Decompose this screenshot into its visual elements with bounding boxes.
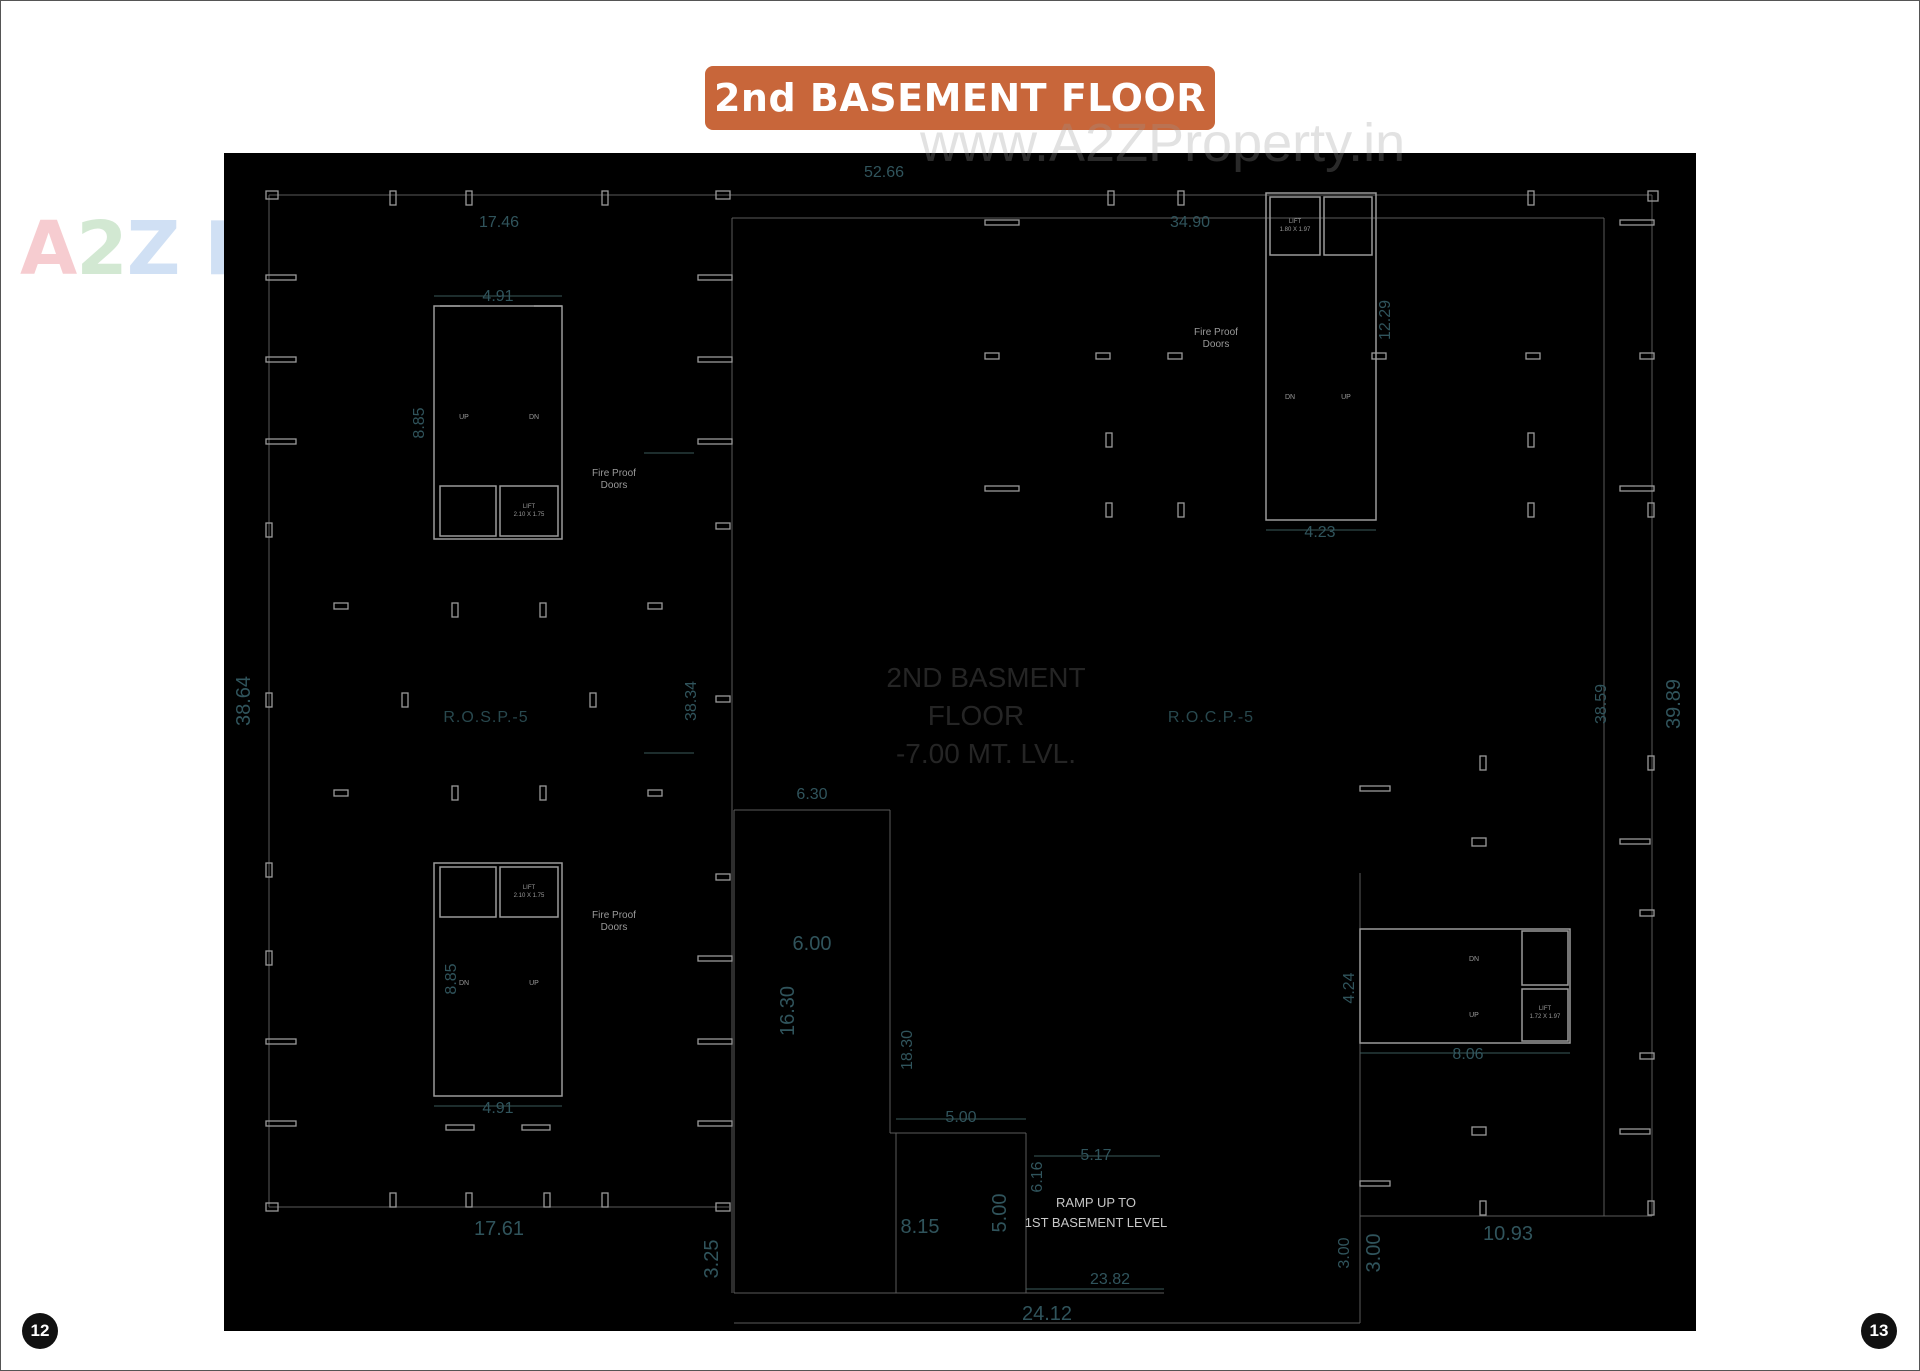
dim-ramp-top: 6.30: [796, 786, 827, 803]
zone-right-label: R.O.C.P.-5: [1168, 709, 1254, 726]
dim-left-overall: 38.64: [233, 676, 255, 726]
fire-door-labels: Fire Proof Doors Fire Proof Doors Fire P…: [592, 327, 1238, 933]
svg-text:LIFT: LIFT: [523, 504, 536, 510]
svg-text:DN: DN: [1285, 394, 1295, 401]
dim-core-tl-width: 4.91: [482, 288, 513, 305]
svg-text:1ST BASEMENT LEVEL: 1ST BASEMENT LEVEL: [1025, 1215, 1168, 1230]
svg-text:UP: UP: [1341, 394, 1351, 401]
stair-labels: UP DN DN UP DN UP DN UP: [459, 394, 1479, 1019]
svg-text:RAMP UP TO: RAMP UP TO: [1056, 1195, 1136, 1210]
dim-bottom-right-v2: 3.00: [1363, 1234, 1385, 1273]
dim-core-tl-height: 8.85: [411, 407, 428, 438]
lift-labels: LIFT 2.10 X 1.75 LIFT 2.10 X 1.75 LIFT 1…: [514, 219, 1561, 1020]
svg-text:2.10 X 1.75: 2.10 X 1.75: [514, 893, 545, 899]
dim-core-br-height: 4.24: [1341, 972, 1358, 1003]
dim-core-tr-width: 4.23: [1304, 524, 1335, 541]
columns: [265, 190, 1659, 1216]
zone-left-label: R.O.S.P.-5: [443, 709, 528, 726]
svg-text:Fire Proof: Fire Proof: [592, 468, 636, 479]
svg-text:Fire Proof: Fire Proof: [592, 910, 636, 921]
page-number-left: 12: [22, 1313, 58, 1349]
dim-ramp-height-a: 16.30: [777, 986, 799, 1036]
dim-core-tr-height: 12.29: [1377, 300, 1394, 340]
dim-ramp-height-b: 18.30: [899, 1030, 916, 1070]
dim-core-bl-width: 4.91: [482, 1100, 513, 1117]
dim-ramp-vert: 6.16: [1029, 1161, 1046, 1192]
floor-plan-drawing: 52.66 17.46 34.90 4.91 8.85 4.91 8.85 4.…: [233, 164, 1685, 1325]
svg-text:1.72 X 1.97: 1.72 X 1.97: [1530, 1014, 1561, 1020]
dim-bottom-left-v: 3.25: [701, 1240, 723, 1279]
dim-ramp-inner: 6.00: [793, 933, 832, 955]
center-floor-label: 2ND BASMENT FLOOR -7.00 MT. LVL.: [886, 662, 1085, 769]
dim-top-right: 34.90: [1170, 214, 1210, 231]
svg-text:Doors: Doors: [1203, 339, 1230, 350]
svg-text:DN: DN: [529, 414, 539, 421]
core-bottom-left: [433, 862, 563, 1097]
dim-core-bl-height: 8.85: [443, 963, 460, 994]
svg-text:UP: UP: [529, 980, 539, 987]
dim-ramp-low: 5.00: [989, 1194, 1011, 1233]
svg-text:2ND BASMENT: 2ND BASMENT: [886, 662, 1085, 693]
dim-right-overall: 39.89: [1663, 679, 1685, 729]
ramp-label: RAMP UP TO 1ST BASEMENT LEVEL: [1025, 1195, 1168, 1230]
svg-text:LIFT: LIFT: [1289, 219, 1302, 225]
svg-text:UP: UP: [459, 414, 469, 421]
dim-ramp-low-b: 8.15: [901, 1216, 940, 1238]
svg-text:FLOOR: FLOOR: [928, 700, 1024, 731]
svg-text:Doors: Doors: [601, 922, 628, 933]
dimension-lines: [434, 295, 1570, 1290]
svg-text:-7.00 MT. LVL.: -7.00 MT. LVL.: [896, 738, 1076, 769]
core-top-left: [433, 305, 563, 540]
page-number-right: 13: [1861, 1313, 1897, 1349]
dim-top-overall: 52.66: [864, 164, 904, 181]
svg-text:UP: UP: [1469, 1012, 1479, 1019]
watermark-url: www.A2ZProperty.in: [920, 113, 1406, 173]
dim-ramp-step: 5.00: [945, 1109, 976, 1126]
dim-top-left: 17.46: [479, 214, 519, 231]
svg-text:1.80 X 1.97: 1.80 X 1.97: [1280, 227, 1311, 233]
dim-ramp-side: 5.17: [1080, 1147, 1111, 1164]
core-bottom-right: [1359, 928, 1571, 1044]
dim-bottom-right-v1: 3.00: [1336, 1237, 1353, 1268]
dim-bottom-mid: 23.82: [1090, 1271, 1130, 1288]
page-title: 2nd BASEMENT FLOOR: [705, 66, 1215, 130]
floor-plan: 52.66 17.46 34.90 4.91 8.85 4.91 8.85 4.…: [224, 153, 1696, 1331]
dim-bottom-left: 17.61: [474, 1218, 524, 1240]
svg-text:2.10 X 1.75: 2.10 X 1.75: [514, 512, 545, 518]
svg-text:LIFT: LIFT: [523, 885, 536, 891]
svg-text:LIFT: LIFT: [1539, 1006, 1552, 1012]
dim-core-br-width: 8.06: [1452, 1046, 1483, 1063]
svg-text:Fire Proof: Fire Proof: [1194, 327, 1238, 338]
svg-text:DN: DN: [459, 980, 469, 987]
svg-text:Doors: Doors: [601, 480, 628, 491]
core-top-right: [1265, 192, 1377, 521]
dim-right-inner: 38.59: [1593, 684, 1610, 724]
dim-bottom-overall: 24.12: [1022, 1303, 1072, 1325]
dim-left-inner: 38.34: [683, 681, 700, 721]
dim-bottom-right: 10.93: [1483, 1223, 1533, 1245]
svg-text:DN: DN: [1469, 956, 1479, 963]
